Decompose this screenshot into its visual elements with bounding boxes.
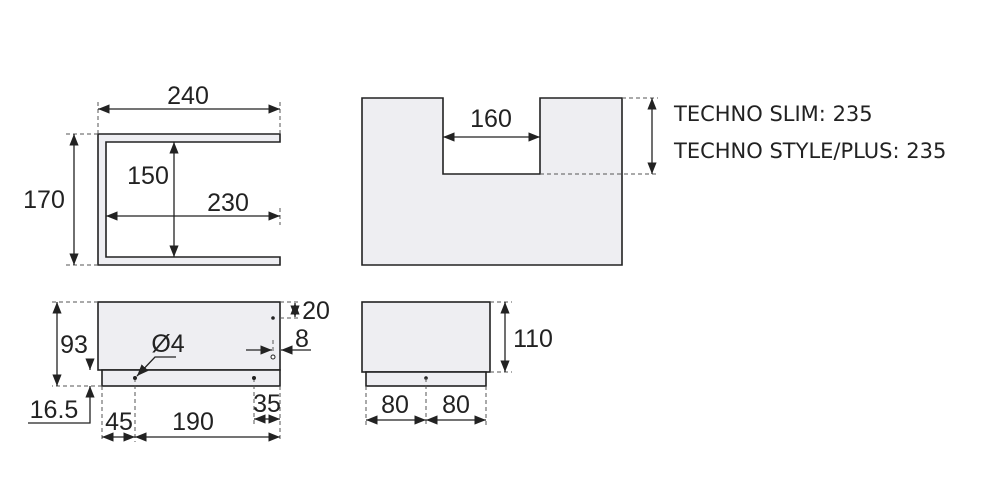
label-8: 8 [295, 325, 309, 353]
label-16-5: 16.5 [30, 396, 79, 424]
label-80-right: 80 [442, 391, 470, 419]
label-160: 160 [470, 105, 512, 133]
note-techno-style-plus: TECHNO STYLE/PLUS: 235 [673, 139, 946, 163]
dim-16-5-bottom [28, 386, 95, 424]
label-150: 150 [127, 162, 169, 190]
front-profile [361, 97, 623, 266]
label-170: 170 [23, 186, 65, 214]
u-profile [97, 133, 281, 266]
label-93: 93 [60, 331, 88, 359]
label-80-left: 80 [381, 391, 409, 419]
hole-dot [252, 376, 256, 380]
label-230: 230 [207, 189, 249, 217]
hole-dot [133, 376, 137, 380]
side-body [97, 301, 281, 371]
label-110: 110 [513, 325, 553, 353]
top-view: 240 170 150 230 [23, 82, 281, 266]
label-o4: Ø4 [151, 330, 184, 358]
leader-o4 [136, 356, 176, 377]
label-45: 45 [105, 408, 133, 436]
label-35: 35 [253, 390, 281, 418]
side-view: 93 16.5 Ø4 20 8 45 190 35 [28, 297, 330, 442]
label-240: 240 [167, 82, 209, 110]
hole-dot [271, 316, 275, 320]
label-190: 190 [172, 408, 214, 436]
front-view: 160 TECHNO SLIM: 235 TECHNO STYLE/PLUS: … [361, 97, 946, 266]
end-view: 110 80 80 [361, 301, 553, 425]
label-20: 20 [302, 297, 330, 325]
note-techno-slim: TECHNO SLIM: 235 [673, 102, 873, 126]
hole-circle [270, 354, 276, 360]
end-body [361, 301, 491, 373]
